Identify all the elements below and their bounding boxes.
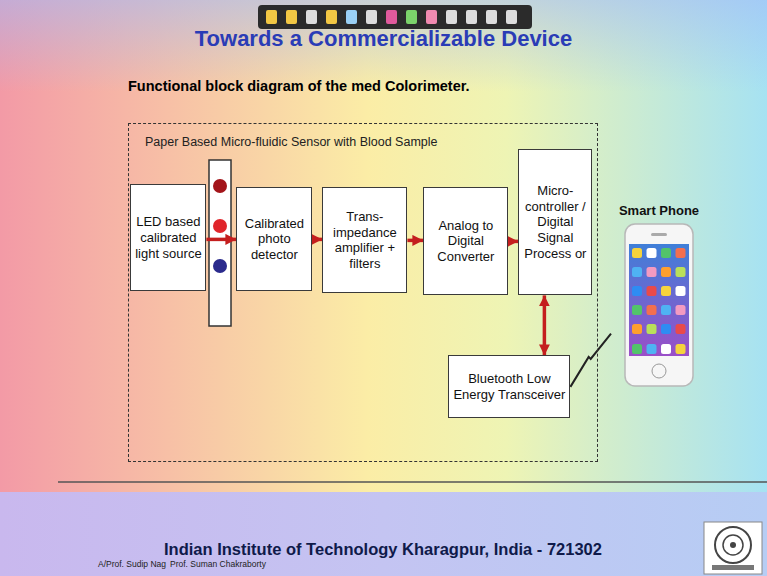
signal-arrow [206,238,236,242]
light-source-box: LED based calibrated light source [130,184,206,291]
wireless-link [570,334,611,387]
author-name: A/Prof. Sudip Nag [98,559,166,569]
sensor-enclosure: Paper Based Micro-fluidic Sensor with Bl… [128,123,598,462]
block-label: Bluetooth Low Energy Transceiver [452,371,566,403]
block-label: LED based calibrated light source [134,214,202,262]
block-label: Calibrated photo detector [240,216,308,264]
signal-arrow [407,239,423,243]
mcu-box: Micro- controller / Digital Signal Proce… [518,149,592,295]
author-name: Prof. Suman Chakraborty [170,559,266,569]
signal-arrow [543,295,547,355]
institute-logo [704,522,762,574]
signal-arrow [508,240,518,244]
device-label: Smart Phone [603,203,715,218]
block-label: Analog to Digital Converter [427,218,504,266]
phone-picture [603,220,715,390]
ble-box: Bluetooth Low Energy Transceiver [448,355,570,418]
slide-title: Towards a Commercializable Device [0,26,767,52]
block-label: Micro- controller / Digital Signal Proce… [522,183,588,262]
signal-arrow [312,238,322,242]
amplifier-box: Trans- impedance amplifier + filters [322,187,407,293]
sample-strip [209,160,231,326]
footer-rule [58,481,767,483]
photodetector-box: Calibrated photo detector [236,187,312,291]
block-label: Trans- impedance amplifier + filters [326,209,403,272]
annotation-toolbar [258,5,532,29]
institute-footer: Indian Institute of Technology Kharagpur… [164,540,602,559]
footer-band [0,492,767,576]
group-heading: Paper Based Micro-fluidic Sensor with Bl… [145,135,438,149]
adc-box: Analog to Digital Converter [423,187,508,295]
diagram-subtitle: Functional block diagram of the med Colo… [128,78,470,94]
smart-phone: Smart Phone [603,203,715,395]
